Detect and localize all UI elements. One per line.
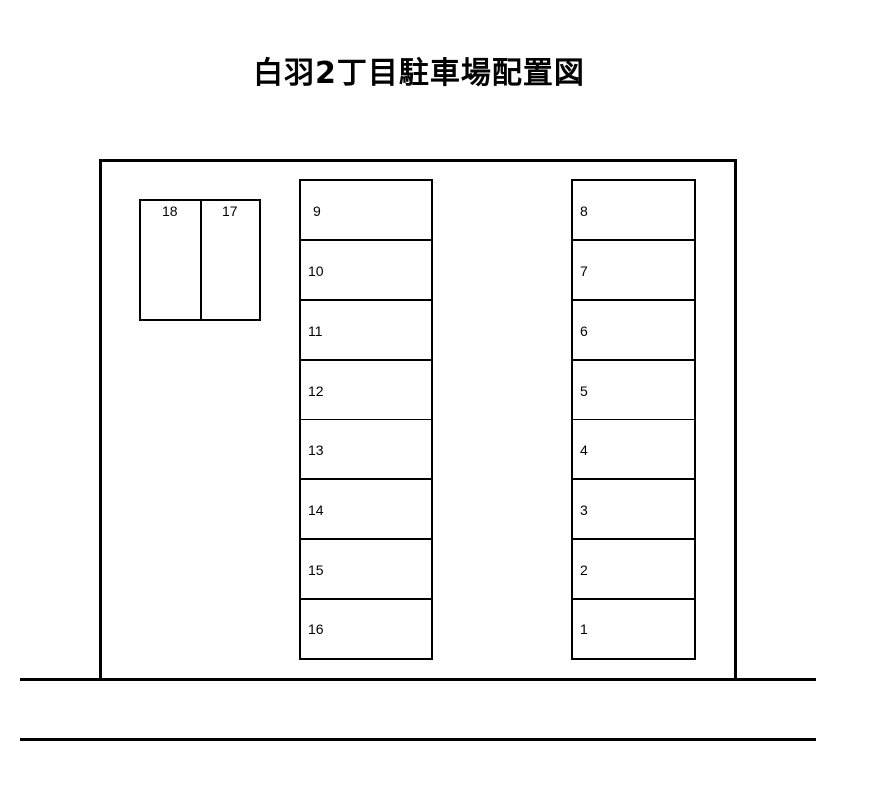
space-number: 15 <box>308 562 324 578</box>
parking-space: 6 <box>573 299 694 361</box>
space-divider <box>200 201 202 319</box>
parking-lot-boundary <box>99 159 737 679</box>
parking-space: 3 <box>573 478 694 540</box>
space-number: 10 <box>308 263 324 279</box>
space-number: 3 <box>580 502 588 518</box>
space-number: 14 <box>308 502 324 518</box>
space-number: 1 <box>580 621 588 637</box>
parking-space: 7 <box>573 239 694 301</box>
space-number: 13 <box>308 442 324 458</box>
parking-space: 1 <box>573 598 694 658</box>
space-number: 7 <box>580 263 588 279</box>
parking-space: 13 <box>301 419 431 480</box>
middle-parking-column: 9 10 11 12 13 14 15 16 <box>299 179 433 660</box>
space-number: 2 <box>580 562 588 578</box>
parking-space: 4 <box>573 419 694 480</box>
road-edge-top <box>20 678 816 681</box>
parking-space: 2 <box>573 538 694 600</box>
right-parking-column: 8 7 6 5 4 3 2 1 <box>571 179 696 660</box>
space-number: 8 <box>580 203 588 219</box>
space-number: 12 <box>308 383 324 399</box>
parking-space: 16 <box>301 598 431 658</box>
space-number: 11 <box>308 323 323 339</box>
space-number: 5 <box>580 383 588 399</box>
parking-space: 11 <box>301 299 431 361</box>
space-number: 4 <box>580 442 588 458</box>
parking-space: 8 <box>573 181 694 241</box>
parking-space: 15 <box>301 538 431 600</box>
parking-space: 5 <box>573 359 694 421</box>
parking-space: 10 <box>301 239 431 301</box>
space-number: 16 <box>308 621 324 637</box>
space-label-17: 17 <box>222 203 238 219</box>
space-number: 6 <box>580 323 588 339</box>
parking-space: 12 <box>301 359 431 421</box>
road-edge-bottom <box>20 738 816 741</box>
page-title: 白羽2丁目駐車場配置図 <box>253 56 585 91</box>
space-label-18: 18 <box>162 203 178 219</box>
parking-space: 14 <box>301 478 431 540</box>
small-parking-block: 18 17 <box>139 199 261 321</box>
space-number: 9 <box>313 203 321 219</box>
parking-space: 9 <box>301 181 431 241</box>
